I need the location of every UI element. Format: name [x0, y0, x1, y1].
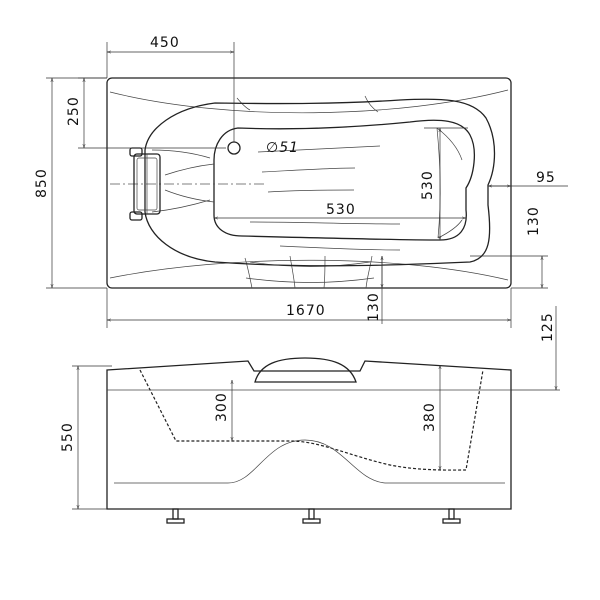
bowl-stroke-3 [164, 163, 215, 176]
headrest-lip [254, 357, 357, 383]
basin-stroke-1 [257, 145, 381, 153]
dim-250-label: 250 [66, 96, 82, 126]
drain-label: ∅51 [266, 140, 299, 156]
drain-icon [227, 141, 241, 155]
rim-detail-4 [289, 255, 296, 289]
dim-450-label: 450 [150, 35, 180, 51]
dim-1670-label: 1670 [286, 303, 326, 319]
dim-530-vertical-label: 530 [420, 170, 436, 200]
dim-850-label: 850 [34, 168, 50, 198]
dim-550-label: 550 [60, 422, 76, 452]
basin-stroke-2 [261, 167, 356, 173]
rim-detail-1 [236, 97, 251, 111]
rim-curve-top [109, 89, 509, 114]
basin-stroke-3 [267, 189, 355, 193]
tub-outline-side [106, 360, 512, 510]
rim-detail-8 [245, 277, 375, 283]
dim-125-label: 125 [540, 312, 556, 342]
leg-icon-middle [302, 508, 321, 524]
top-view: ∅51 450 250 850 530 530 95 130 [34, 35, 568, 328]
leg-icon-right [442, 508, 461, 524]
dim-530-horizontal-label: 530 [326, 202, 356, 218]
rim-detail-2 [364, 95, 379, 113]
inner-profile-dashed [139, 369, 484, 471]
rim-detail-5 [323, 255, 326, 289]
dim-130-right-label: 130 [526, 206, 542, 236]
tub-outline-top [106, 77, 512, 289]
outer-bowl [144, 98, 496, 267]
leg-icon-left [166, 508, 185, 524]
basin-stroke-5 [279, 245, 401, 251]
dim-300-label: 300 [214, 392, 230, 422]
rim-curve-bottom [109, 259, 509, 281]
dim-95-label: 95 [536, 170, 556, 186]
rim-detail-3 [244, 257, 253, 289]
basin-stroke-7 [436, 127, 463, 161]
bowl-stroke-4 [164, 189, 215, 203]
inner-basin [213, 119, 476, 241]
bowl-stroke-1 [151, 149, 211, 159]
dim-130-bottom-label: 130 [366, 292, 382, 322]
rim-detail-6 [365, 255, 373, 289]
rim-detail-7 [249, 261, 371, 267]
basin-stroke-4 [249, 221, 401, 225]
side-view: 125 300 380 550 [60, 306, 560, 524]
dim-380-label: 380 [422, 402, 438, 432]
bowl-stroke-2 [151, 199, 211, 213]
shell-curve [114, 439, 505, 484]
headrest-icon [129, 147, 161, 221]
